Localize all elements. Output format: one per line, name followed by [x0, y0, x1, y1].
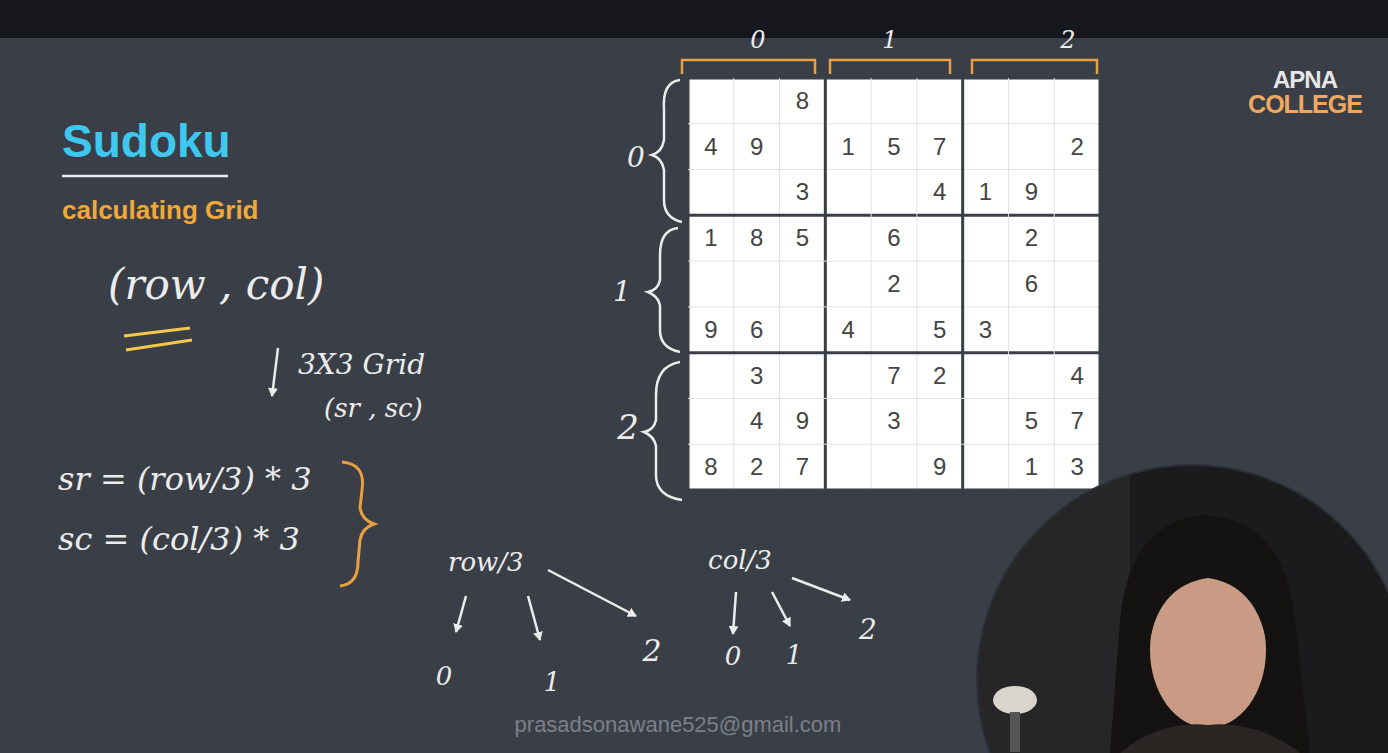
sudoku-digit: 3 — [979, 317, 992, 343]
grid-line — [688, 398, 1100, 399]
sudoku-digit: 1 — [1025, 454, 1038, 480]
grid-line — [1008, 78, 1009, 490]
grid-line — [688, 261, 1100, 262]
result-arrows — [456, 570, 850, 640]
grid-line — [961, 78, 964, 490]
handwritten-note: col/3 — [708, 546, 772, 575]
sudoku-digit: 5 — [933, 317, 946, 343]
row-underline — [124, 328, 192, 350]
grid-lines — [688, 78, 1100, 490]
grid-line — [733, 78, 734, 490]
block-index: 2 — [617, 409, 639, 446]
sudoku-digit: 4 — [842, 317, 855, 343]
sudoku-digit: 9 — [796, 408, 809, 434]
result-number: 0 — [436, 662, 453, 691]
sudoku-digit: 6 — [750, 317, 763, 343]
block-index: 1 — [882, 27, 897, 53]
sudoku-digit: 5 — [1025, 408, 1038, 434]
slide-title: Sudoku — [62, 116, 231, 167]
handwritten-note: (row , col) — [108, 262, 324, 308]
logo-text: APNA — [1273, 67, 1337, 93]
title-underline — [62, 175, 228, 178]
handwritten-note: (sr , sc) — [324, 394, 423, 423]
sudoku-digit: 4 — [1070, 362, 1083, 388]
grid-line — [916, 78, 917, 490]
top-bar — [0, 0, 1388, 38]
sudoku-digit: 6 — [1025, 271, 1038, 297]
grid-line — [688, 169, 1100, 170]
grid-line — [688, 214, 1100, 217]
result-number: 0 — [725, 642, 742, 671]
down-arrow — [272, 348, 278, 396]
sudoku-digit: 3 — [750, 362, 763, 388]
block-index: 0 — [627, 143, 645, 174]
sudoku-digit: 2 — [933, 362, 946, 388]
sudoku-digit: 9 — [704, 317, 717, 343]
sudoku-digit: 4 — [933, 179, 946, 205]
sudoku-digit: 7 — [887, 362, 900, 388]
grid-line — [824, 78, 827, 490]
grid-line — [688, 123, 1100, 124]
result-number: 1 — [786, 641, 803, 670]
sudoku-digit: 8 — [704, 454, 717, 480]
sudoku-digit: 6 — [887, 225, 900, 251]
grid-line — [779, 78, 780, 490]
grid-line — [688, 77, 1100, 80]
formula-brace — [340, 462, 374, 586]
sudoku-digit: 4 — [750, 408, 763, 434]
sudoku-digit: 2 — [1070, 133, 1083, 159]
sudoku-digit: 2 — [750, 454, 763, 480]
result-number: 2 — [859, 615, 877, 646]
grid-line — [688, 306, 1100, 307]
handwritten-note: 3X3 Grid — [298, 350, 425, 381]
block-index: 2 — [1060, 27, 1075, 53]
grid-line — [1099, 78, 1102, 490]
sudoku-board — [688, 78, 1100, 490]
grid-line — [688, 489, 1100, 492]
handwritten-note: row/3 — [448, 548, 524, 577]
result-number: 2 — [642, 634, 661, 667]
sudoku-digit: 5 — [887, 133, 900, 159]
sudoku-digit: 9 — [933, 454, 946, 480]
result-number: 1 — [544, 668, 561, 697]
grid-line — [871, 78, 872, 490]
subtitle: calculating Grid — [62, 196, 259, 225]
block-index: 0 — [750, 27, 765, 53]
sudoku-digit: 7 — [1070, 408, 1083, 434]
sudoku-digit: 2 — [887, 271, 900, 297]
grid-line — [1054, 78, 1055, 490]
sudoku-digit: 1 — [704, 225, 717, 251]
formula: sr = (row/3) * 3 — [58, 462, 312, 497]
sudoku-digit: 7 — [796, 454, 809, 480]
sudoku-digit: 2 — [1025, 225, 1038, 251]
grid-line — [688, 351, 1100, 354]
row-braces — [644, 80, 682, 500]
sudoku-digit: 3 — [887, 408, 900, 434]
sudoku-digit: 9 — [1025, 179, 1038, 205]
webcam-border — [977, 465, 1388, 753]
sudoku-digit: 7 — [933, 133, 946, 159]
sudoku-digit: 9 — [750, 133, 763, 159]
sudoku-digit: 4 — [704, 133, 717, 159]
block-index: 1 — [613, 277, 631, 308]
sudoku-digit: 8 — [750, 225, 763, 251]
grid-line — [688, 444, 1100, 445]
logo-text: COLLEGE — [1248, 91, 1362, 119]
formula: sc = (col/3) * 3 — [58, 522, 300, 557]
column-brackets — [682, 60, 1097, 74]
sudoku-digit: 1 — [842, 133, 855, 159]
sudoku-digit: 3 — [1070, 454, 1083, 480]
watermark: prasadsonawane525@gmail.com — [515, 713, 842, 737]
sudoku-digit: 5 — [796, 225, 809, 251]
sudoku-digit: 1 — [979, 179, 992, 205]
sudoku-digit: 8 — [796, 88, 809, 114]
grid-line — [687, 78, 690, 490]
webcam-picture — [970, 460, 1388, 753]
sudoku-digit: 3 — [796, 179, 809, 205]
